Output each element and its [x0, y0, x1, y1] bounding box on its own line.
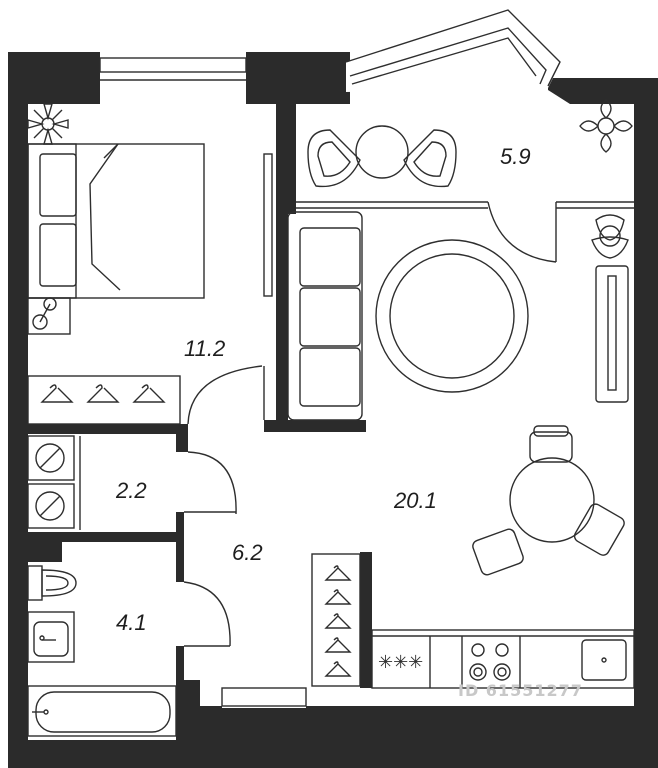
lamp-arm [39, 303, 51, 323]
stove-icon [469, 643, 511, 681]
wall-top-left [8, 52, 100, 104]
living-kitchen: ✳✳✳ 20.1 [287, 211, 635, 689]
bedroom-wardrobe [27, 375, 181, 425]
wall-left [8, 52, 28, 768]
area-living-kitchen: 20.1 [393, 488, 437, 513]
wall-bottom-left [8, 740, 184, 768]
wall-right [634, 78, 658, 768]
wall-sofa-base [264, 420, 366, 432]
interior-walls [20, 84, 372, 740]
wall-bath-stub [20, 540, 62, 562]
watermark: ID 61551277 [458, 681, 583, 700]
chair-icon [472, 425, 625, 576]
window-kitchen-left-frame [221, 687, 307, 707]
outer-walls [8, 52, 658, 768]
wall-bedroom-bottom [20, 424, 188, 434]
laundry-door-swing [187, 451, 237, 515]
balcony-door-swing [487, 201, 557, 263]
bedroom: 11.2 [27, 103, 273, 425]
lamp-base [32, 314, 48, 330]
area-bathroom: 4.1 [116, 610, 147, 635]
window-kitchen-left [222, 688, 306, 708]
tv-console [595, 265, 629, 403]
dining-table-icon [509, 457, 595, 543]
balcony-inner-rail [349, 27, 547, 85]
pillow-2 [39, 223, 77, 287]
bed-frame [27, 143, 205, 299]
hall-wardrobe [311, 553, 361, 687]
bed-icon [27, 143, 205, 299]
hanger-icon [40, 384, 166, 403]
wall-top-right [548, 78, 658, 104]
tv-screen [607, 275, 617, 391]
balcony-partition [296, 201, 634, 263]
wall-laundry-bottom [20, 532, 180, 542]
hallway: 6.2 [183, 540, 361, 687]
area-laundry: 2.2 [115, 478, 147, 503]
plant-icon [27, 103, 69, 145]
wall-bath-right-top [176, 542, 184, 582]
balcony: 5.9 [307, 99, 633, 188]
tv-panel [263, 153, 273, 297]
sink-icon [27, 611, 75, 663]
wall-sofa-side [276, 214, 288, 428]
balcony-bay [345, 8, 561, 92]
round-rug-icon [375, 239, 529, 393]
toilet-icon [27, 565, 77, 601]
wall-bedroom-right [276, 84, 296, 214]
hanger-icon [324, 565, 352, 677]
chair-icon [307, 129, 457, 188]
kitchen-counter [371, 629, 635, 689]
area-balcony: 5.9 [500, 144, 531, 169]
blanket-corner [103, 143, 119, 159]
window-bedroom-frame [99, 57, 247, 73]
blanket-fold [89, 143, 121, 291]
sink-icon [581, 639, 627, 681]
plant-icon [579, 99, 633, 153]
bedroom-door-swing [187, 365, 263, 425]
balcony-inner-rail-2 [351, 37, 537, 85]
laundry: 2.2 [27, 435, 237, 530]
nightstand [27, 297, 71, 335]
windows [99, 57, 307, 708]
washing-machine-icon [27, 435, 75, 529]
bathroom: 4.1 [27, 565, 177, 737]
window-bedroom [100, 58, 246, 90]
area-bedroom: 11.2 [184, 336, 225, 361]
wall-bath-right-bottom [176, 646, 184, 740]
hood-icon: ✳✳✳ [378, 652, 423, 673]
wall-bottom-right [176, 706, 658, 768]
bathroom-door-swing [183, 581, 231, 647]
wall-wardrobe [360, 552, 372, 688]
wall-laundry-right-bottom [176, 512, 184, 542]
pillow-1 [39, 153, 77, 217]
balcony-outer-rail [345, 9, 561, 87]
bed-headboard [27, 143, 77, 299]
bathtub-icon [27, 685, 177, 737]
wall-laundry-right-top [176, 432, 188, 452]
balcony-table [355, 125, 409, 179]
svg-text:✳✳✳: ✳✳✳ [378, 652, 423, 673]
sofa-icon [287, 211, 363, 421]
plant-icon [591, 214, 629, 259]
lamp-icon [43, 297, 57, 311]
area-hallway: 6.2 [232, 540, 263, 565]
wall-balcony-left [296, 52, 350, 104]
